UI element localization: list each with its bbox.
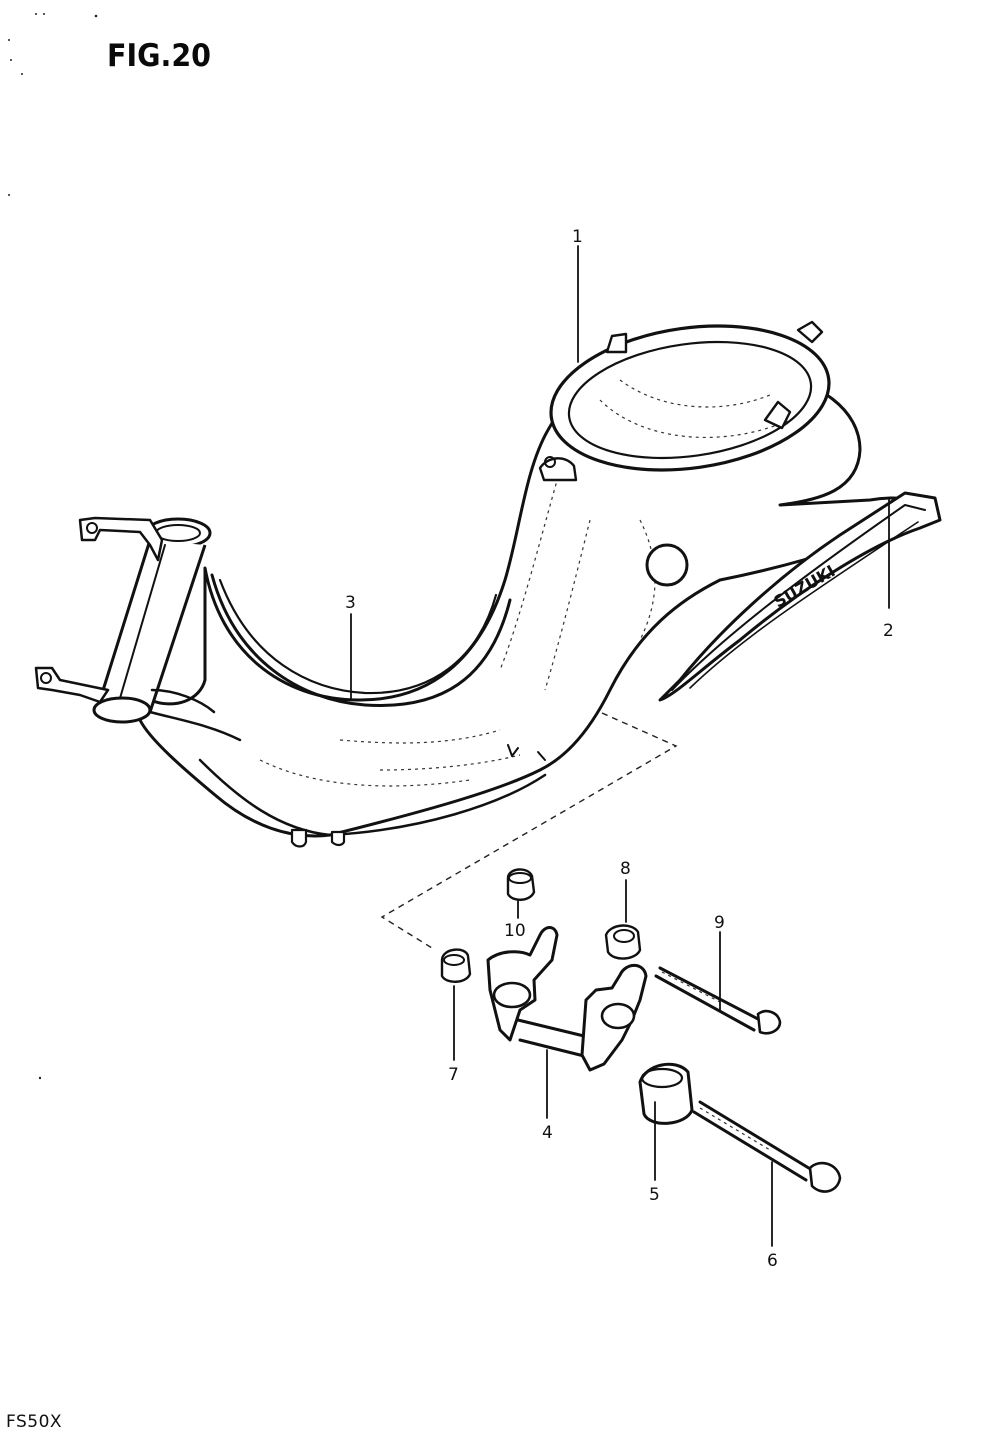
callout-8: 8 <box>620 859 631 879</box>
part-9-bolt <box>654 966 782 1035</box>
part-10-nut <box>506 868 536 901</box>
figure-title: FIG.20 <box>107 38 212 74</box>
body-cover-part <box>538 320 831 482</box>
callout-4: 4 <box>542 1123 553 1143</box>
callout-9: 9 <box>714 913 725 933</box>
model-code-label: FS50X <box>6 1412 63 1432</box>
part-5-bushing <box>638 1062 694 1125</box>
callout-7: 7 <box>448 1065 459 1085</box>
leader-lines <box>350 245 890 1247</box>
scan-specks <box>8 13 98 1080</box>
callout-2: 2 <box>883 621 894 641</box>
callout-10: 10 <box>504 921 526 941</box>
part-4-bracket <box>486 926 648 1072</box>
callout-1: 1 <box>572 227 583 247</box>
part-7-nut <box>440 948 472 983</box>
leg-shield-cover-part <box>138 370 937 848</box>
callout-3: 3 <box>345 593 356 613</box>
callout-6: 6 <box>767 1251 778 1271</box>
front-bracket-assembly <box>34 516 242 742</box>
callout-numbers: 1 2 3 4 5 6 7 8 9 10 <box>345 227 894 1271</box>
suzuki-emblem-strip: SUZUKI <box>658 491 942 702</box>
part-6-bolt <box>692 1100 842 1193</box>
callout-5: 5 <box>649 1185 660 1205</box>
part-8-bushing <box>604 924 642 960</box>
